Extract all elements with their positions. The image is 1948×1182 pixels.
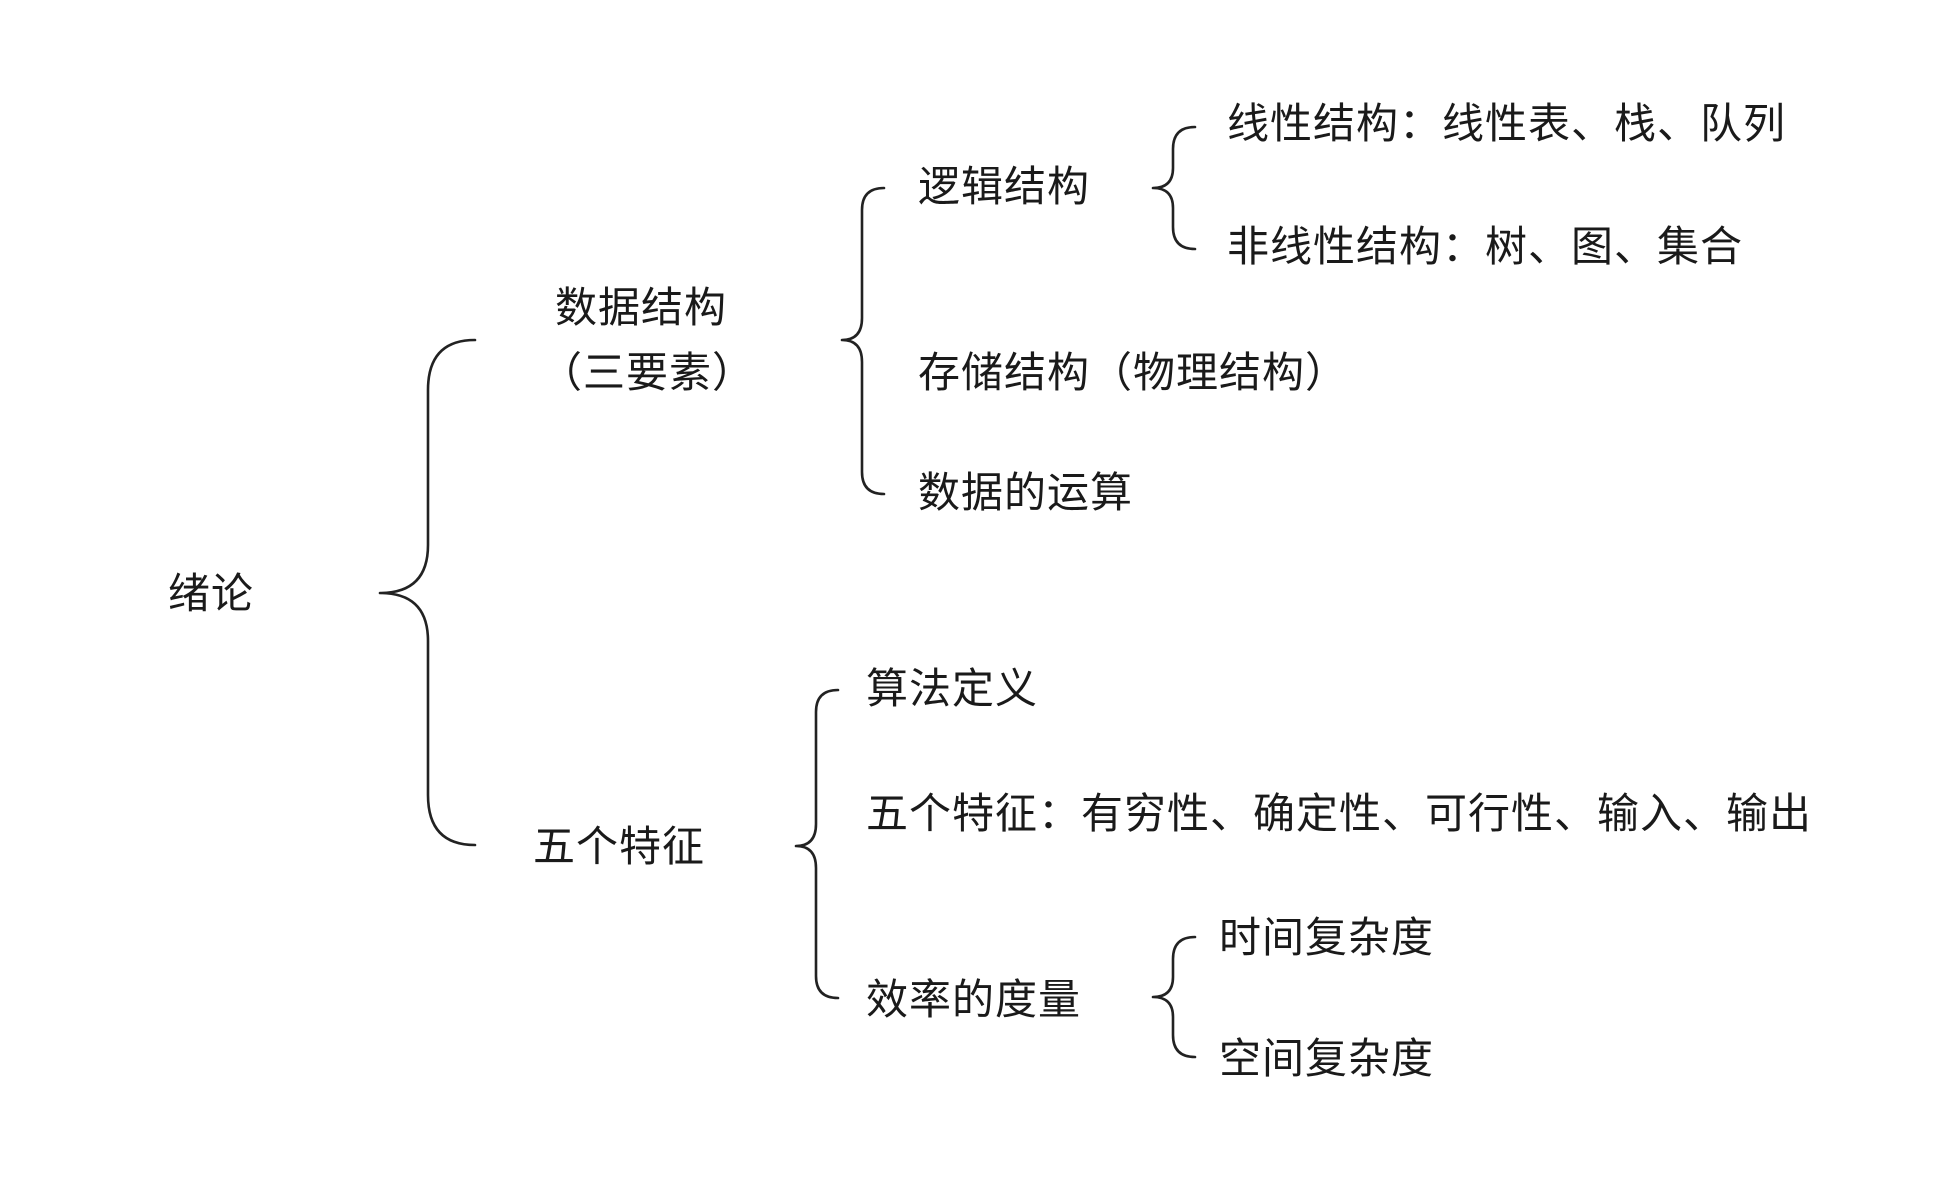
node-data-structure-subtitle: （三要素） [540, 348, 756, 397]
node-algorithm: 五个特征 [533, 822, 706, 871]
brace-algorithm [794, 688, 840, 1000]
brace-logical [1151, 125, 1197, 251]
brace-data-structure [840, 186, 886, 496]
node-logical-structure: 逻辑结构 [918, 162, 1091, 211]
node-root: 绪论 [168, 569, 255, 618]
node-nonlinear-structure: 非线性结构：树、图、集合 [1227, 222, 1744, 271]
node-data-structure: 数据结构 [555, 283, 728, 332]
node-space-complexity: 空间复杂度 [1219, 1034, 1435, 1083]
node-algorithm-definition: 算法定义 [866, 664, 1039, 713]
brace-root [378, 338, 477, 847]
node-linear-structure: 线性结构：线性表、栈、队列 [1227, 99, 1787, 148]
brace-efficiency [1151, 935, 1197, 1059]
node-algorithm-features: 五个特征：有穷性、确定性、可行性、输入、输出 [866, 789, 1813, 838]
node-storage-structure: 存储结构（物理结构） [918, 348, 1349, 397]
node-data-operations: 数据的运算 [918, 468, 1134, 517]
node-time-complexity: 时间复杂度 [1219, 913, 1435, 962]
node-efficiency-measure: 效率的度量 [866, 975, 1082, 1024]
